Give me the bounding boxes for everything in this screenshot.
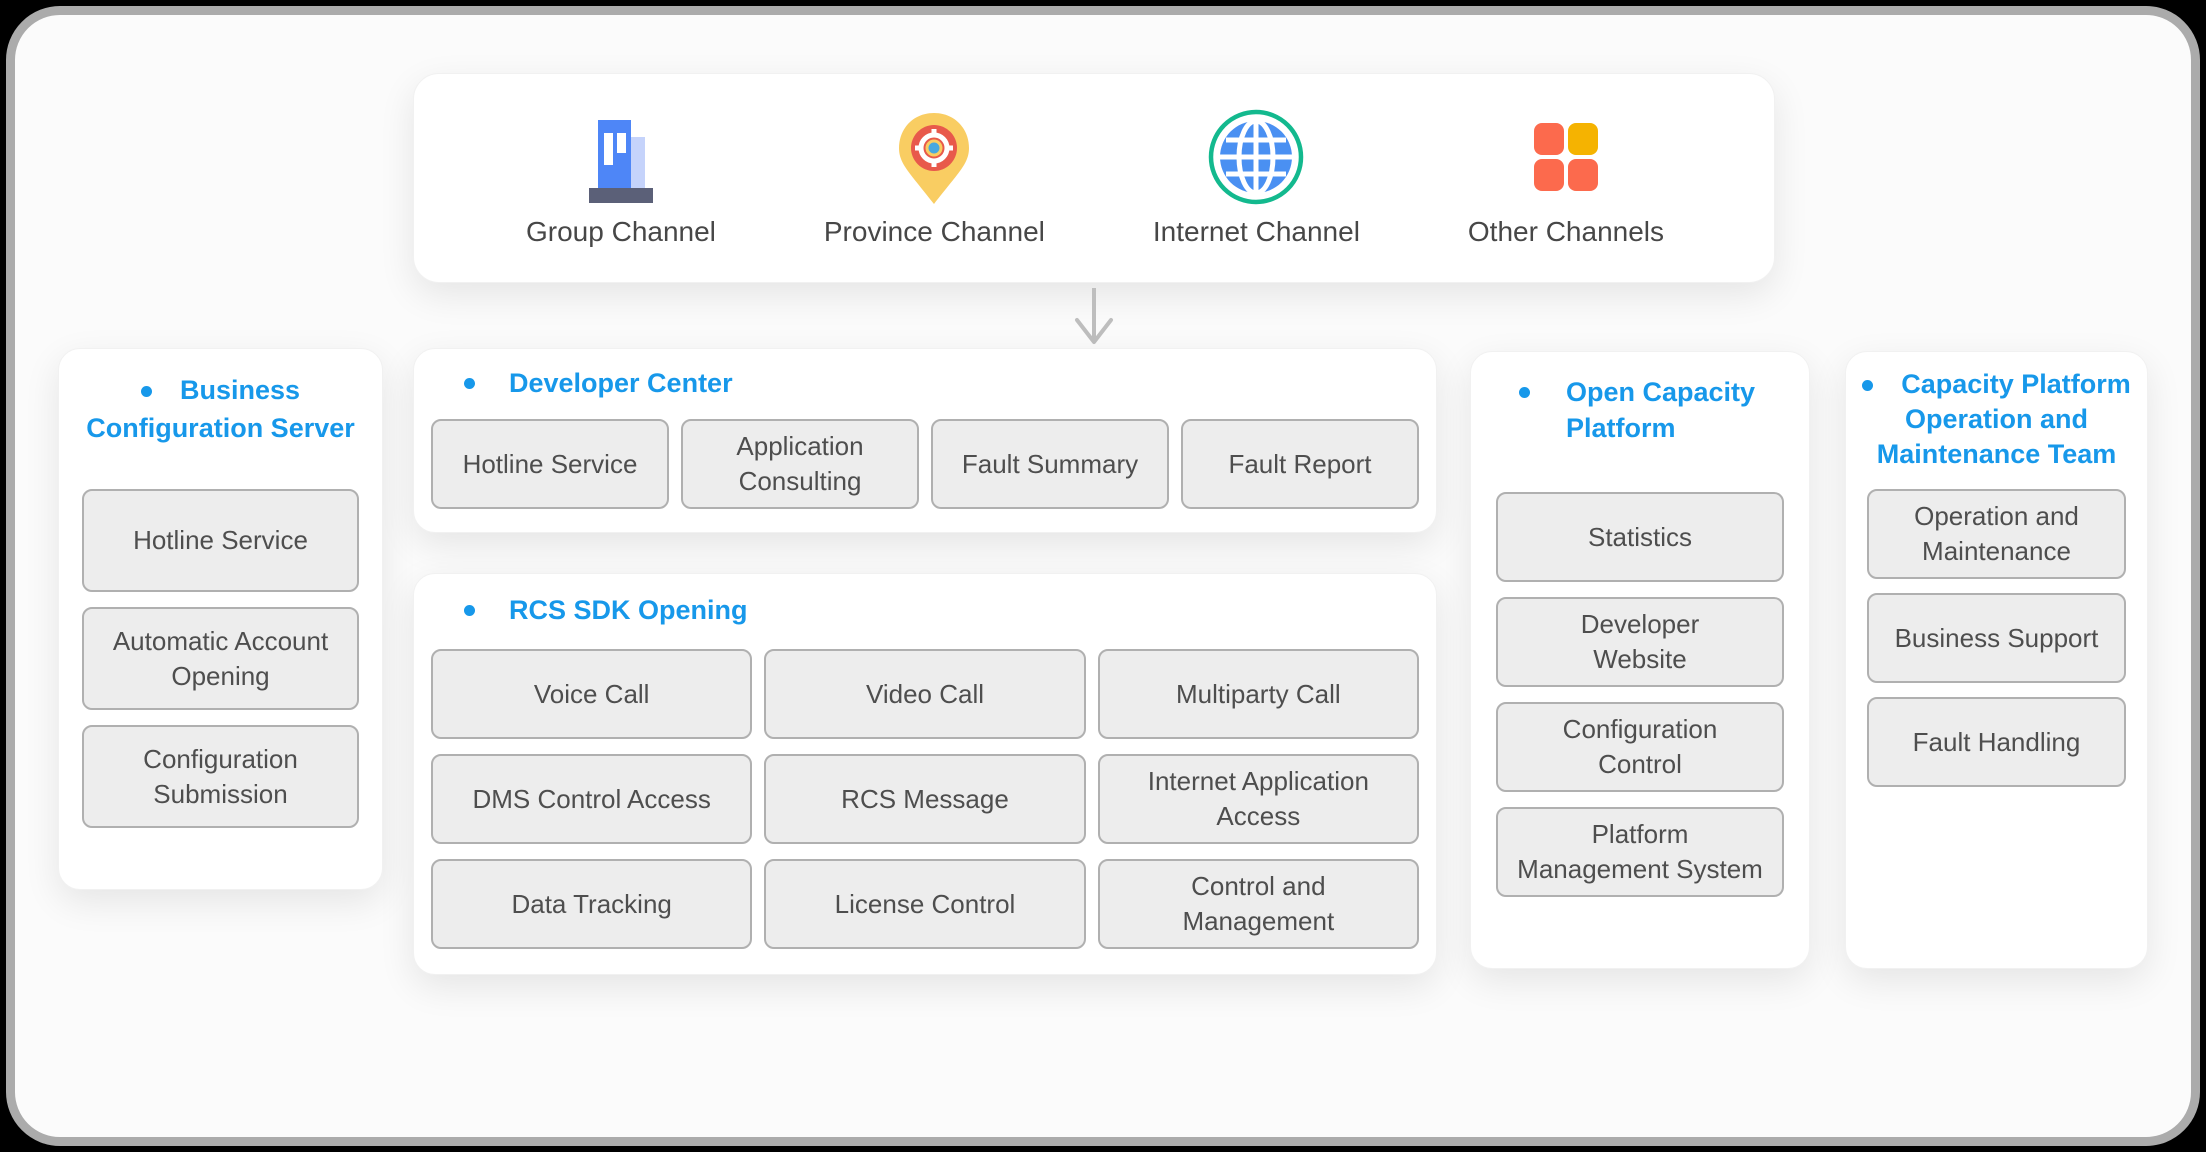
node-statistics: Statistics	[1496, 492, 1784, 582]
node-configuration-submission: Configuration Submission	[82, 725, 359, 828]
card-title-text: Developer Center	[509, 368, 733, 398]
node-internet-application-access: Internet Application Access	[1097, 754, 1419, 844]
card-title: Open Capacity Platform	[1471, 352, 1809, 446]
down-arrow-icon	[1075, 288, 1113, 344]
bullet-icon	[1862, 380, 1874, 392]
card-capacity-platform-om-team: Capacity Platform Operation and Maintena…	[1845, 351, 2148, 969]
globe-icon	[1209, 109, 1304, 205]
node-business-support: Business Support	[1867, 593, 2126, 683]
node-voice-call: Voice Call	[431, 649, 753, 739]
building-icon	[588, 120, 653, 203]
node-fault-report: Fault Report	[1181, 419, 1419, 509]
node-control-and-management: Control and Management	[1097, 859, 1419, 949]
card-title: Business Configuration Server	[59, 349, 382, 447]
bullet-icon	[140, 386, 152, 398]
app-grid-icon	[1533, 123, 1598, 191]
channel-label: Other Channels	[1467, 216, 1664, 247]
card-title: Capacity Platform Operation and Maintena…	[1846, 352, 2147, 472]
channel-internet: Internet Channel	[1153, 107, 1360, 249]
card-title-text: Open Capacity Platform	[1566, 377, 1756, 443]
bullet-icon	[1519, 387, 1530, 398]
node-operation-and-maintenance: Operation and Maintenance	[1867, 489, 2126, 579]
node-platform-management-system: Platform Management System	[1496, 807, 1784, 897]
card-title: Developer Center	[414, 349, 1436, 398]
card-developer-center: Developer Center Hotline Service Applica…	[413, 348, 1437, 533]
node-video-call: Video Call	[764, 649, 1086, 739]
node-application-consulting: Application Consulting	[681, 419, 919, 509]
channel-label: Internet Channel	[1152, 216, 1360, 247]
node-rcs-message: RCS Message	[764, 754, 1086, 844]
node-fault-summary: Fault Summary	[931, 419, 1169, 509]
card-business-configuration-server: Business Configuration Server Hotline Se…	[58, 348, 383, 890]
node-dms-control-access: DMS Control Access	[431, 754, 753, 844]
node-configuration-control: Configuration Control	[1496, 702, 1784, 792]
card-title-text: Business Configuration Server	[86, 375, 355, 443]
node-automatic-account-opening: Automatic Account Opening	[82, 607, 359, 710]
channel-group: Group Channel	[526, 107, 716, 249]
node-hotline-service: Hotline Service	[82, 489, 359, 592]
node-license-control: License Control	[764, 859, 1086, 949]
channel-other: Other Channels	[1468, 107, 1664, 249]
card-rcs-sdk-opening: RCS SDK Opening Voice Call Video Call Mu…	[413, 573, 1437, 975]
bullet-icon	[464, 604, 475, 616]
card-title: RCS SDK Opening	[414, 574, 1436, 625]
node-hotline-service: Hotline Service	[431, 419, 669, 509]
card-title-text: RCS SDK Opening	[509, 595, 748, 625]
node-fault-handling: Fault Handling	[1867, 697, 2126, 787]
card-open-capacity-platform: Open Capacity Platform Statistics Develo…	[1470, 351, 1810, 969]
node-multiparty-call: Multiparty Call	[1097, 649, 1419, 739]
node-data-tracking: Data Tracking	[431, 859, 753, 949]
channels-panel: Group Channel Province Channel	[413, 73, 1775, 283]
node-developer-website: Developer Website	[1496, 597, 1784, 687]
channel-label: Group Channel	[526, 216, 716, 247]
channel-province: Province Channel	[824, 107, 1045, 249]
channel-label: Province Channel	[823, 216, 1045, 247]
bullet-icon	[464, 377, 475, 389]
card-title-text: Capacity Platform Operation and Maintena…	[1876, 369, 2131, 469]
map-pin-icon	[899, 113, 970, 204]
